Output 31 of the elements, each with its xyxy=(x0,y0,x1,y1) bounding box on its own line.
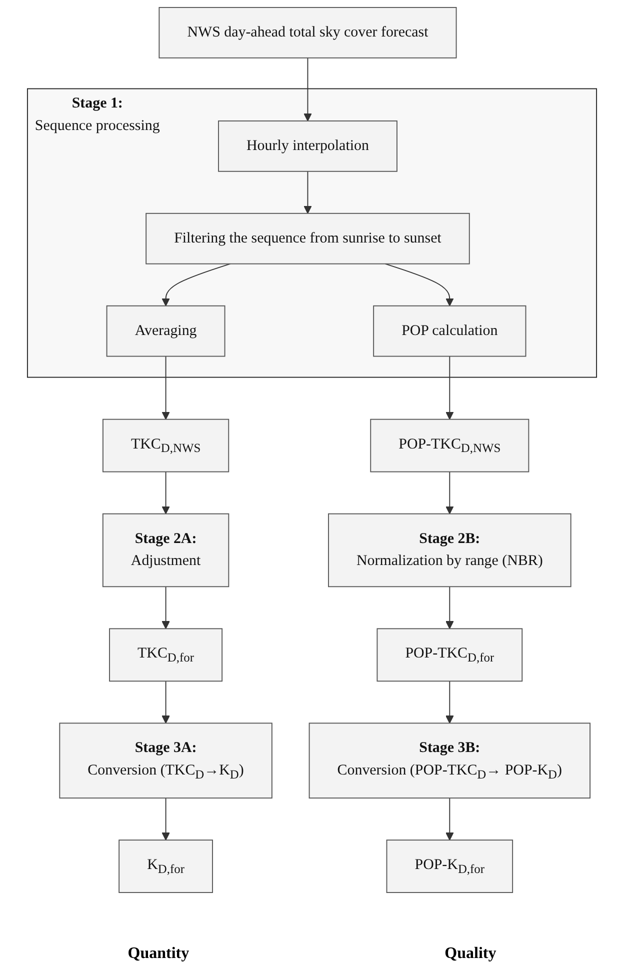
arrow xyxy=(162,263,231,306)
arrow xyxy=(162,586,170,630)
process-box: K$_{D,for}$ xyxy=(118,840,213,893)
arrow xyxy=(446,586,454,630)
process-box: Stage 3B: Conversion (POP-TKC$_{D}$→ POP-K$_{D}$) xyxy=(308,722,590,799)
process-box: Filtering the sequence from sunrise to sunset xyxy=(146,212,470,264)
process-box: Stage 3A: Conversion (TKC$_{D}$→K$_{D}$) xyxy=(59,722,272,799)
arrow xyxy=(384,263,454,306)
process-box: POP-TKC$_{D,for}$ xyxy=(376,628,523,682)
arrow xyxy=(162,356,170,420)
process-box: POP-TKC$_{D,NWS}$ xyxy=(370,418,530,472)
process-box: Hourly interpolation xyxy=(218,120,398,172)
arrow xyxy=(162,471,170,514)
process-box: TKC$_{D,NWS}$ xyxy=(102,418,230,472)
column-caption: Quantity xyxy=(128,945,190,963)
arrow xyxy=(162,680,170,724)
process-box: TKC$_{D,for}$ xyxy=(109,628,223,682)
arrow xyxy=(446,356,454,420)
arrow xyxy=(446,798,454,840)
process-box: Stage 2A: Adjustment xyxy=(102,513,230,588)
arrow xyxy=(162,798,170,840)
process-box: Stage 2B: Normalization by range (NBR) xyxy=(328,513,572,588)
arrow xyxy=(446,680,454,724)
process-box: POP calculation xyxy=(373,305,526,357)
process-box: Averaging xyxy=(106,305,226,357)
column-caption: Quality xyxy=(444,945,496,963)
arrow xyxy=(304,170,312,214)
process-box: POP-K$_{D,for}$ xyxy=(386,840,514,893)
arrow xyxy=(304,57,312,122)
arrow xyxy=(446,471,454,514)
process-box: NWS day-ahead total sky cover forecast xyxy=(158,7,457,58)
